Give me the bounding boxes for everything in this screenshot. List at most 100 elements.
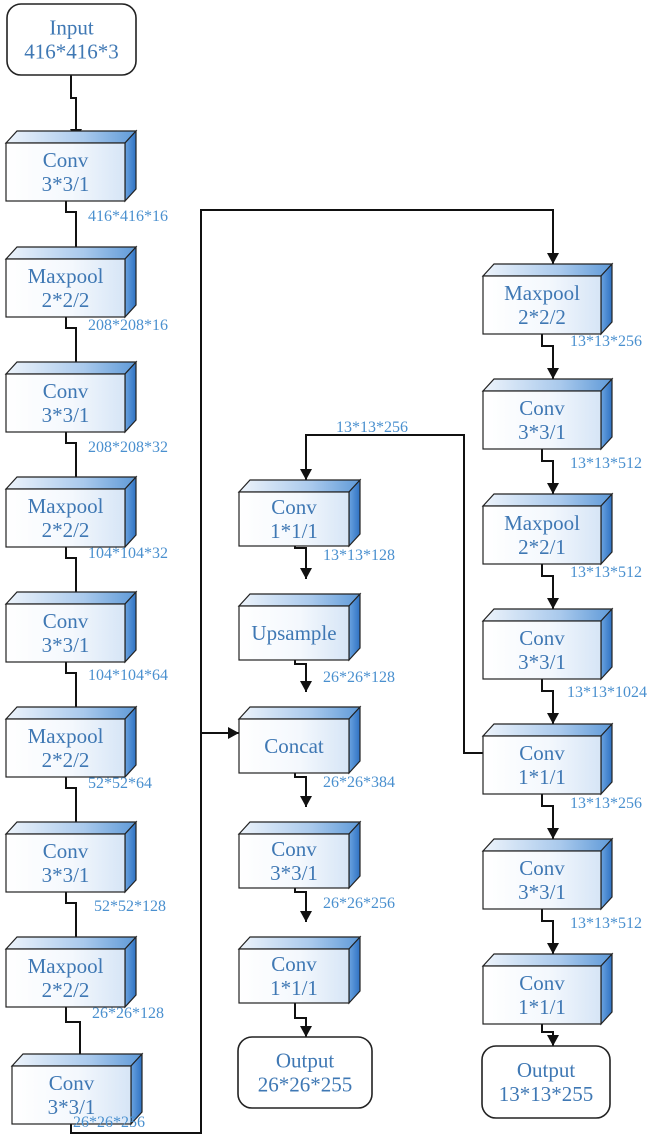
node-title: Maxpool (504, 281, 580, 305)
edge-maxpool3-to-conv4 (65, 777, 77, 833)
node-param: 26*26*255 (258, 1073, 353, 1097)
arrowhead (228, 727, 239, 739)
box-top-face (237, 479, 362, 493)
box-side-face (124, 245, 137, 319)
box-front-face (482, 275, 602, 335)
edge-right-conv-to-conv1x1 (541, 679, 554, 724)
box-side-face (348, 705, 361, 775)
node-param: 2*2/2 (42, 518, 90, 542)
box-side-face (600, 607, 613, 681)
edge-maxpool4-to-conv5 (65, 1007, 81, 1065)
node-param: 1*1/1 (270, 976, 318, 1000)
node-title: Output (276, 1049, 335, 1073)
dimension-label-d-r1: 13*13*256 (570, 333, 642, 350)
box-front-face (5, 833, 126, 893)
box-top-face (481, 838, 614, 852)
box-front-face (238, 491, 350, 547)
dimension-label-d-l8: 26*26*128 (92, 1005, 164, 1022)
dimension-label-d-l3: 208*208*32 (88, 439, 168, 456)
node-title: Maxpool (28, 264, 104, 288)
node-param: 3*3/1 (42, 633, 90, 657)
box-top-face (4, 361, 138, 375)
node-title: Conv (271, 495, 317, 519)
box-top-face (481, 493, 614, 507)
dimension-label-d-l2: 208*208*16 (88, 317, 168, 334)
node-title: Input (49, 16, 93, 40)
node-title: Conv (43, 839, 89, 863)
node-param: 416*416*3 (24, 40, 119, 64)
node-title: Conv (43, 148, 89, 172)
arrowhead (547, 598, 559, 609)
node-title: Maxpool (28, 724, 104, 748)
arrowhead (300, 1026, 312, 1037)
edge-upsample-to-concat (294, 660, 307, 692)
edge-conv2-to-maxpool2 (65, 432, 77, 488)
arrowhead (547, 483, 559, 494)
node-param: 2*2/1 (518, 535, 566, 559)
box-front-face (238, 718, 350, 774)
node-title: Conv (519, 396, 565, 420)
edge-right-maxpool-to-conv2 (541, 564, 554, 609)
node-param: 1*1/1 (518, 995, 566, 1019)
edge-right-conv-to-maxpool (541, 449, 554, 494)
dimension-label-d-m3: 26*26*384 (323, 774, 395, 791)
terminal-box (237, 1036, 373, 1109)
box-front-face (238, 605, 350, 661)
box-side-face (124, 129, 137, 203)
box-side-face (124, 820, 137, 894)
arrowhead (300, 469, 312, 480)
edge-right-conv1x1-to-conv (541, 794, 554, 839)
box-side-face (348, 592, 361, 662)
box-top-face (4, 130, 138, 144)
box-front-face (5, 258, 126, 318)
node-title: Conv (43, 609, 89, 633)
arrowhead (300, 568, 312, 579)
box-side-face (348, 820, 361, 890)
node-param: 3*3/1 (270, 861, 318, 885)
node-param: 3*3/1 (518, 420, 566, 444)
node-param: 2*2/2 (42, 288, 90, 312)
box-side-face (600, 377, 613, 451)
box-front-face (482, 620, 602, 680)
box-top-face (4, 476, 138, 490)
node-title: Conv (49, 1071, 95, 1095)
node-param: 2*2/2 (518, 305, 566, 329)
dimension-label-d-l7: 52*52*128 (94, 898, 166, 915)
node-title: Conv (43, 379, 89, 403)
box-side-face (600, 952, 613, 1026)
box-top-face (237, 821, 362, 835)
node-param: 3*3/1 (48, 1095, 96, 1119)
box-side-face (600, 837, 613, 911)
box-top-face (481, 378, 614, 392)
node-m3: Concat (237, 705, 362, 775)
box-side-face (124, 705, 137, 779)
edge-conv1-to-maxpool1 (65, 201, 77, 258)
dimension-label-d-l6: 52*52*64 (88, 775, 152, 792)
box-side-face (600, 262, 613, 336)
box-side-face (124, 360, 137, 434)
node-title: Concat (264, 734, 324, 758)
box-top-face (481, 608, 614, 622)
dimension-label-d-m0: 13*13*256 (336, 419, 408, 436)
edge-conv4-to-maxpool4 (65, 892, 77, 948)
box-front-face (238, 833, 350, 889)
node-param: 3*3/1 (518, 880, 566, 904)
node-title: Conv (519, 971, 565, 995)
box-top-face (481, 953, 614, 967)
box-front-face (482, 850, 602, 910)
dimension-label-d-m1: 13*13*128 (323, 547, 395, 564)
box-front-face (482, 735, 602, 795)
arrowhead (547, 828, 559, 839)
box-front-face (5, 142, 126, 202)
